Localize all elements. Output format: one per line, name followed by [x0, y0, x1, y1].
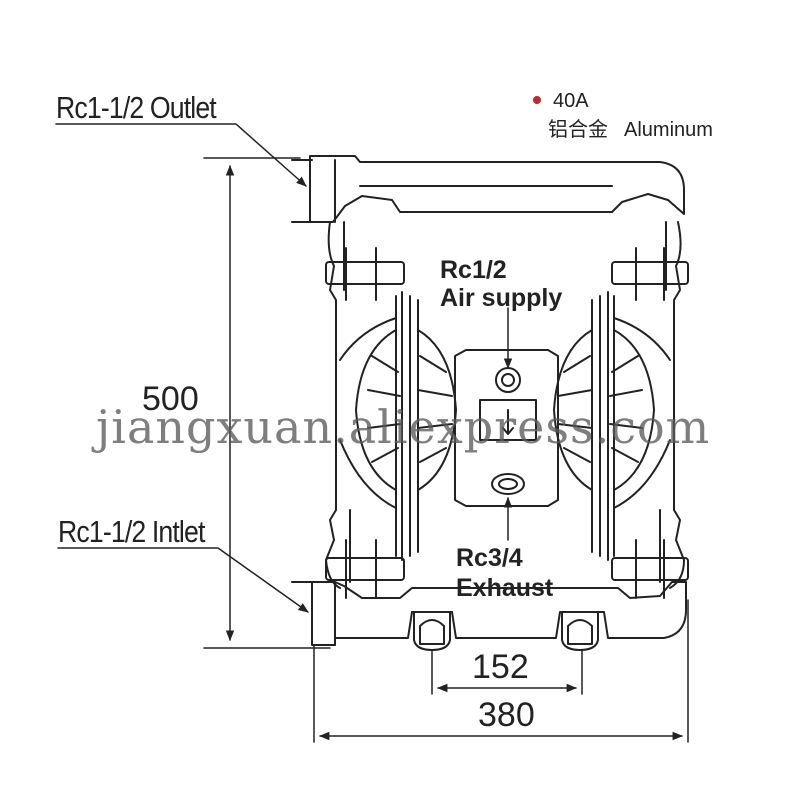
legend-dot — [533, 96, 541, 104]
outlet-manifold — [291, 155, 685, 223]
exhaust-size-label: Rc3/4 — [456, 544, 523, 572]
air-supply-size-label: Rc1/2 — [440, 256, 507, 284]
outlet-label: Rc1-1/2 Outlet — [56, 90, 217, 125]
callout-lines — [55, 123, 513, 613]
legend-material-en: Aluminum — [624, 119, 713, 141]
legend-material-cn: 铝合金 — [548, 119, 608, 141]
air-valve-block — [454, 349, 559, 507]
left-pump-chamber — [325, 221, 457, 599]
foot-right — [561, 611, 599, 651]
foot-left — [413, 611, 451, 651]
inlet-label: Rc1-1/2 Intlet — [58, 514, 205, 549]
dimension-foot-spacing: 152 — [472, 648, 529, 686]
dimension-overall-width: 380 — [478, 696, 535, 734]
watermark: jiangxuan.aliexpress.com — [96, 400, 711, 454]
right-pump-chamber — [553, 221, 689, 599]
inlet-manifold — [291, 581, 687, 646]
dimension-height: 500 — [142, 380, 199, 418]
dimension-lines — [203, 157, 689, 743]
air-supply-label: Air supply — [440, 284, 563, 312]
legend-model: 40A — [553, 90, 589, 112]
exhaust-label: Exhaust — [456, 574, 554, 602]
